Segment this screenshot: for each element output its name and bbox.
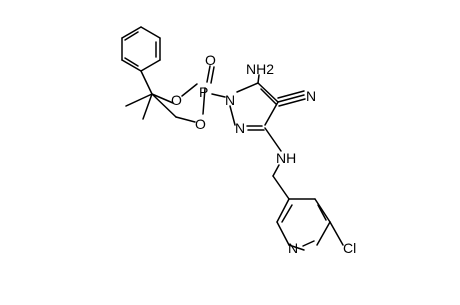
bond <box>317 204 327 221</box>
bond-layer <box>121 26 344 251</box>
bond <box>151 93 177 118</box>
bond <box>124 57 139 67</box>
bond <box>181 83 198 97</box>
bond <box>260 88 277 105</box>
bond <box>202 87 206 115</box>
bond <box>140 70 153 95</box>
bond <box>281 204 293 223</box>
bond <box>206 65 211 83</box>
atom-label-n2: N <box>235 120 245 136</box>
bond <box>257 82 279 103</box>
atom-layer: NH2 O P O O N N N NH N Cl <box>171 52 356 256</box>
bond <box>264 101 279 126</box>
bond <box>278 98 306 107</box>
atom-label-cl: Cl <box>343 240 356 256</box>
bond <box>210 66 215 84</box>
bond <box>142 93 153 120</box>
bond <box>236 82 259 93</box>
bond <box>125 93 153 107</box>
bond <box>272 164 280 177</box>
bond <box>229 105 236 126</box>
bond <box>276 221 290 246</box>
atom-label-nh2: NH2 <box>246 61 274 77</box>
bond <box>121 26 142 39</box>
bond <box>277 90 305 99</box>
bond <box>140 59 161 72</box>
bond <box>277 94 305 103</box>
bond <box>314 198 331 223</box>
bond <box>175 116 196 123</box>
bond <box>276 198 290 223</box>
bond <box>257 74 260 84</box>
bond <box>124 31 139 41</box>
bond <box>272 175 290 200</box>
atom-label-o-ring1: O <box>171 92 182 108</box>
bond <box>140 26 161 39</box>
atom-label-pyridine-n: N <box>288 240 298 256</box>
bond <box>121 59 142 72</box>
atom-label-o-ring2: O <box>195 116 206 132</box>
bond <box>211 93 226 98</box>
atom-label-o-double: O <box>205 52 216 68</box>
bond <box>302 240 315 247</box>
atom-label-n1: N <box>225 92 235 108</box>
bond <box>288 244 305 251</box>
bond <box>151 93 174 104</box>
bond <box>316 221 331 246</box>
bond <box>264 127 282 152</box>
atom-label-nh: NH <box>276 150 296 166</box>
atom-label-cn-n: N <box>306 88 316 104</box>
atom-label-p: P <box>199 84 208 100</box>
bond <box>329 221 344 246</box>
